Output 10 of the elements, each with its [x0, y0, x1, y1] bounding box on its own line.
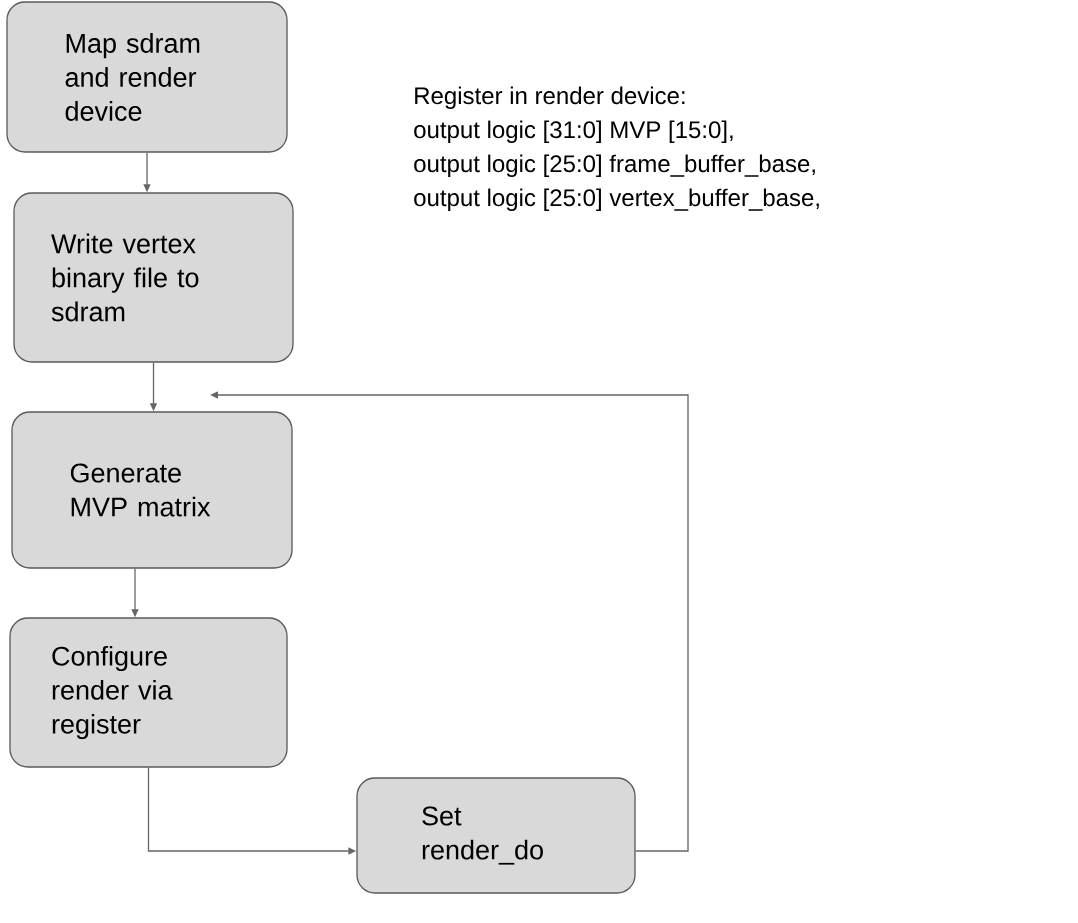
process-box: Set render_do — [356, 777, 636, 894]
process-box: Generate MVP matrix — [11, 411, 293, 569]
note-text: output logic [25:0] frame_buffer_base, — [414, 154, 815, 177]
note-text: output logic [31:0] MVP [15:0], — [414, 120, 733, 143]
process-box: Configure render via register — [9, 617, 288, 768]
process-box: Map sdram and render device — [6, 1, 288, 153]
note-text: output logic [25:0] vertex_buffer_base, — [414, 188, 819, 211]
process-box: Write vertex binary file to sdram — [13, 192, 294, 363]
note-text: Register in render device: — [415, 86, 685, 109]
arrow — [210, 391, 689, 852]
